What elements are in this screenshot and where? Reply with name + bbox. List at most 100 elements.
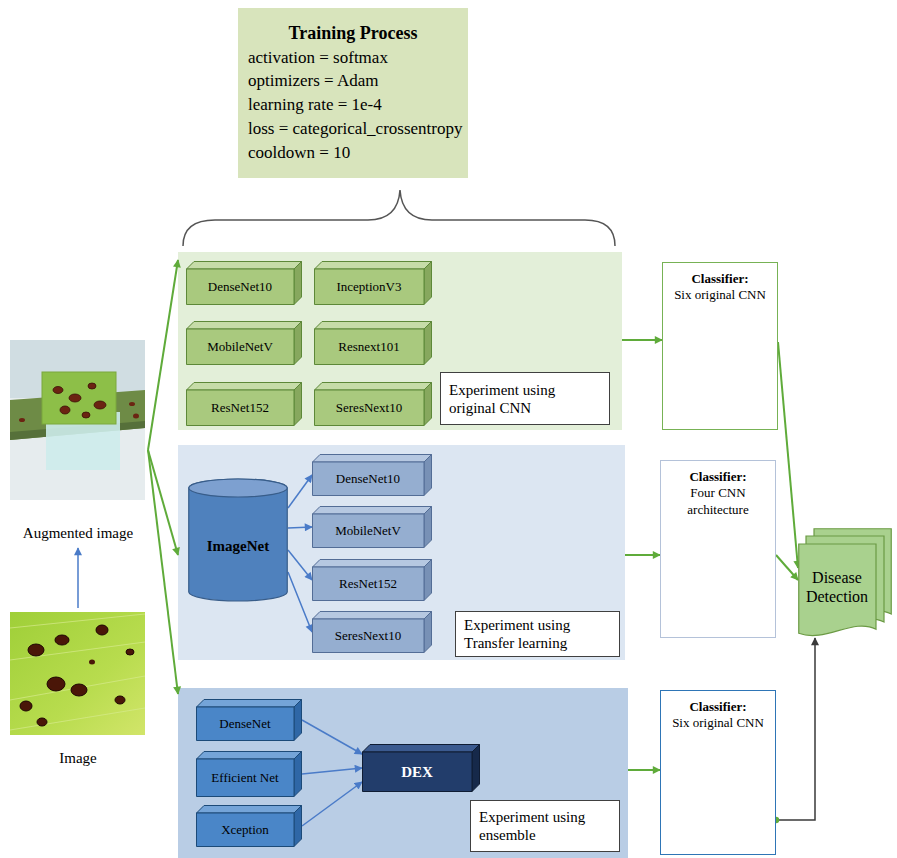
- text-area: ResNet152: [186, 390, 294, 426]
- text-stack: DEX: [366, 763, 468, 781]
- text-stack: SeresNext10: [318, 400, 420, 416]
- model-box: ResNet152: [186, 382, 302, 426]
- parameter-text: loss = categorical_crossentropy: [248, 117, 458, 141]
- box-face: [313, 514, 425, 548]
- experiment-band: Experiment using original CNNDenseNet10I…: [178, 252, 622, 430]
- text-stack: MobileNetV: [190, 339, 290, 355]
- disease-spot: [96, 625, 108, 635]
- text-area: Disease Detection: [800, 548, 874, 626]
- parameter-text: cooldown = 10: [248, 141, 458, 165]
- text-stack: Efficient Net: [200, 770, 290, 786]
- box-face: [313, 462, 425, 496]
- box-face: [187, 329, 295, 365]
- text-stack: Experiment using Transfer learning: [464, 616, 611, 652]
- box-face: [294, 700, 302, 741]
- text-area: SeresNext10: [312, 619, 424, 653]
- arrow-connector: [288, 572, 312, 632]
- text-stack: Xception: [200, 822, 290, 838]
- model-name: Xception: [200, 822, 290, 838]
- classifier-heading: Classifier:: [669, 271, 771, 287]
- arrow-connector: [628, 769, 660, 771]
- cylinder-top: [189, 479, 288, 497]
- arrow-connector: [148, 450, 178, 694]
- classifier-box: Classifier:Six original CNN: [660, 690, 776, 855]
- label-box: Experiment using Transfer learning: [455, 611, 620, 657]
- text-stack: Experiment using ensemble: [479, 808, 611, 844]
- disease-spot: [47, 677, 65, 691]
- database-cylinder: ImageNet: [188, 478, 288, 602]
- box-face: [313, 455, 432, 463]
- box-face: [363, 752, 473, 792]
- arrow-connector: [288, 475, 312, 508]
- label-box: Experiment using original CNN: [440, 372, 610, 425]
- model-name: Resnext101: [318, 339, 420, 355]
- arrow-connector: [776, 638, 815, 820]
- arrow-connector: [77, 548, 79, 608]
- disease-spot: [55, 635, 69, 645]
- classifier-box: Classifier:Four CNN architecture: [660, 460, 776, 638]
- disease-spot: [82, 412, 90, 418]
- box-face: [197, 759, 295, 797]
- model-box: DenseNet10: [186, 261, 302, 305]
- box-face: [315, 269, 425, 305]
- disease-spot: [115, 696, 125, 704]
- box-face: [313, 560, 432, 568]
- disease-spot: [60, 406, 70, 414]
- box-face: [424, 612, 432, 653]
- document-stack: Disease Detection: [798, 528, 892, 638]
- text-area: MobileNetV: [186, 329, 294, 365]
- parameter-text: activation = softmax: [248, 46, 458, 70]
- leaf-veins: [10, 614, 145, 730]
- model-name: DenseNet10: [190, 279, 290, 295]
- arrow-connector: [622, 339, 662, 341]
- box-face: [294, 806, 302, 847]
- database-name: ImageNet: [192, 537, 284, 555]
- heading: Training Process: [248, 21, 458, 45]
- text-area: DEX: [362, 752, 472, 792]
- text-area: Xception: [196, 813, 294, 847]
- disease-spot: [19, 418, 25, 422]
- arrow-connector: [625, 554, 660, 556]
- box-face: [197, 806, 302, 814]
- box-face: [424, 262, 432, 305]
- model-box: SeresNext10: [314, 382, 432, 426]
- leaf-ground: [10, 612, 145, 735]
- curly-bracket: [183, 190, 615, 246]
- box-face: [315, 322, 432, 330]
- model-box: DenseNet: [196, 699, 302, 741]
- box-face: [197, 707, 295, 741]
- model-name: SeresNext10: [316, 628, 420, 644]
- text-area: ImageNet: [190, 498, 286, 594]
- model-name: ResNet152: [190, 400, 290, 416]
- band-label: Experiment using original CNN: [449, 381, 601, 417]
- image-node: Image: [8, 608, 148, 773]
- model-box: ResNet152: [312, 559, 432, 601]
- text-area: Efficient Net: [196, 759, 294, 797]
- text-stack: Training Processactivation = softmaxopti…: [248, 21, 458, 164]
- arrow-connector: [288, 550, 312, 580]
- disease-spot: [20, 701, 32, 711]
- band-layer: [178, 252, 628, 858]
- box-face: [294, 752, 302, 797]
- disease-spot: [129, 402, 135, 406]
- model-name: DenseNet10: [316, 471, 420, 487]
- text-area: Classifier:Four CNN architecture: [664, 469, 772, 629]
- experiment-band: Experiment using Transfer learning ImageN…: [178, 445, 625, 660]
- box-face: [363, 745, 480, 753]
- image-node: Augmented image: [8, 340, 148, 548]
- picture-ground: [10, 340, 145, 500]
- box-face: [313, 567, 425, 601]
- text-stack: Augmented image: [0, 524, 158, 542]
- text-stack: DenseNet10: [190, 279, 290, 295]
- text-stack: Classifier:Six original CNN: [669, 271, 771, 304]
- box-face: [313, 507, 432, 515]
- model-box: Resnext101: [314, 321, 432, 365]
- arrow-connector: [288, 527, 312, 528]
- box-face: [424, 383, 432, 426]
- box-face: [187, 262, 302, 270]
- model-name: MobileNetV: [316, 523, 420, 539]
- disease-spot: [69, 394, 81, 402]
- image-caption: Image: [0, 749, 158, 767]
- model-box: SeresNext10: [312, 611, 432, 653]
